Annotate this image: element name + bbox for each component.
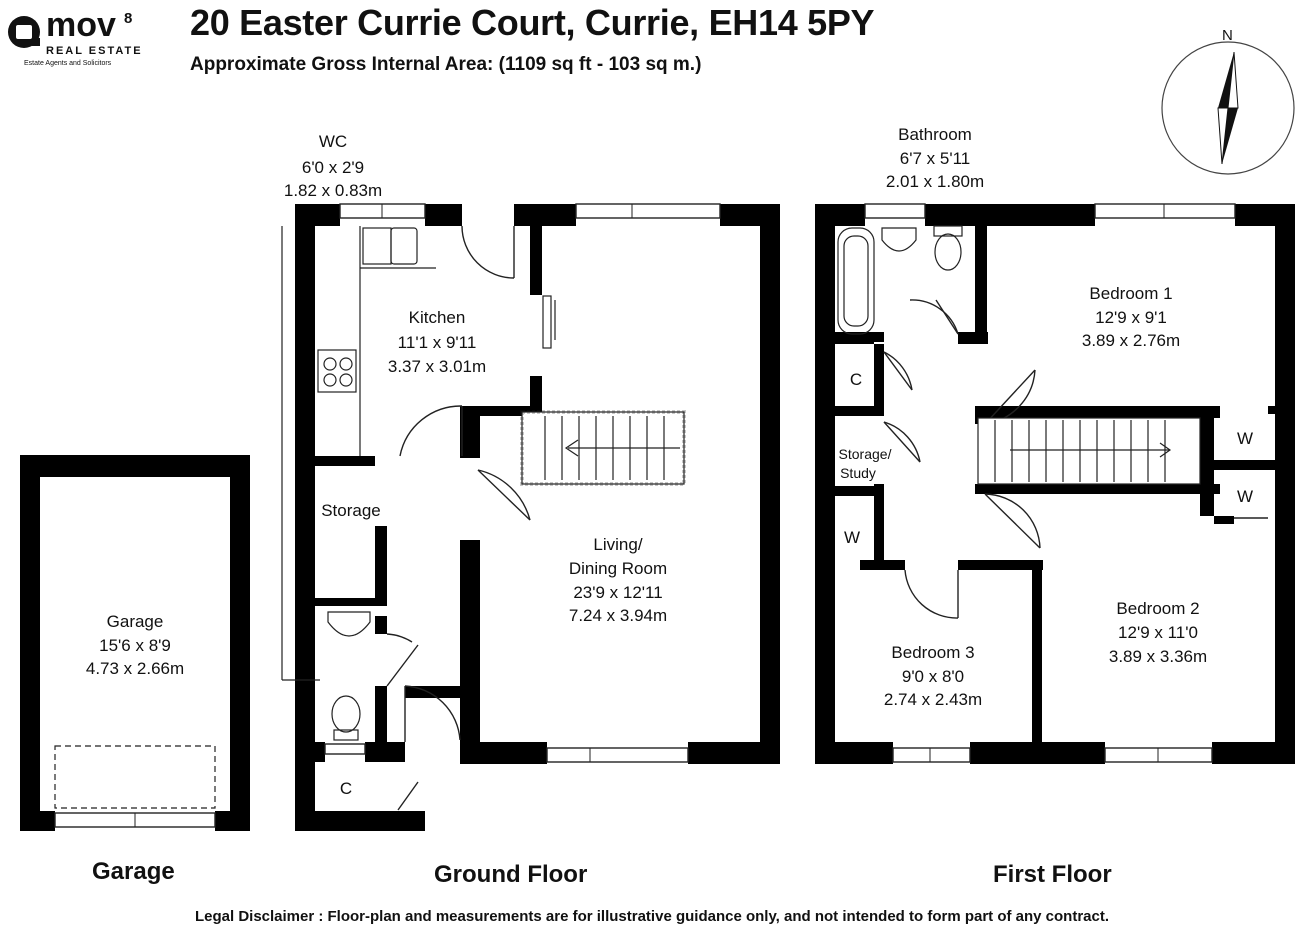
room-bedroom1-metric: 3.89 x 2.76m	[1082, 331, 1180, 350]
mov8-logo: mov 8 REAL ESTATE Estate Agents and Soli…	[6, 8, 156, 72]
room-study-name-line1: Storage/	[839, 446, 892, 462]
room-bedroom1-name: Bedroom 1	[1089, 284, 1172, 303]
room-living-name-line1: Living/	[593, 535, 642, 554]
room-ground-cupboard: C	[340, 779, 352, 798]
room-bathroom-metric: 2.01 x 1.80m	[886, 172, 984, 191]
room-bedroom3-metric: 2.74 x 2.43m	[884, 690, 982, 709]
room-kitchen-name: Kitchen	[409, 308, 466, 327]
legal-disclaimer: Legal Disclaimer : Floor-plan and measur…	[194, 908, 1110, 925]
room-garage-metric: 4.73 x 2.66m	[86, 659, 184, 678]
gross-area: Approximate Gross Internal Area: (1109 s…	[190, 54, 702, 75]
room-living-imperial: 23'9 x 12'11	[573, 583, 662, 602]
room-storage-name: Storage	[321, 501, 381, 520]
room-bedroom2-name: Bedroom 2	[1116, 599, 1199, 618]
room-living-name-line2: Dining Room	[569, 559, 667, 578]
room-wc-name: WC	[319, 132, 347, 151]
room-wardrobe-1: W	[1237, 429, 1253, 448]
room-wardrobe-3: W	[844, 528, 860, 547]
compass-north-label: N	[1222, 27, 1233, 44]
room-bedroom3-name: Bedroom 3	[891, 643, 974, 662]
floor-label-first: First Floor	[993, 861, 1112, 888]
room-study-name-line2: Study	[840, 465, 876, 481]
room-wardrobe-2: W	[1237, 487, 1253, 506]
room-bathroom-imperial: 6'7 x 5'11	[900, 149, 970, 168]
floor-label-ground: Ground Floor	[434, 861, 588, 888]
logo-superscript: 8	[124, 10, 133, 27]
room-kitchen-imperial: 11'1 x 9'11	[398, 333, 477, 352]
floor-label-garage: Garage	[92, 858, 175, 885]
logo-mark-icon	[8, 16, 40, 48]
north-compass-icon: N	[1161, 27, 1295, 175]
room-living-metric: 7.24 x 3.94m	[569, 606, 667, 625]
room-bedroom3-imperial: 9'0 x 8'0	[902, 667, 964, 686]
room-bathroom-name: Bathroom	[898, 125, 972, 144]
logo-tagline: Estate Agents and Solicitors	[24, 60, 112, 67]
room-garage-name: Garage	[107, 612, 164, 631]
property-address: 20 Easter Currie Court, Currie, EH14 5PY	[190, 2, 875, 43]
room-garage-imperial: 15'6 x 8'9	[99, 636, 171, 655]
logo-word: mov	[46, 6, 116, 44]
room-bedroom1-imperial: 12'9 x 9'1	[1095, 308, 1167, 327]
logo-subtitle: REAL ESTATE	[46, 45, 143, 57]
room-wc-metric: 1.82 x 0.83m	[284, 181, 382, 200]
room-first-cupboard: C	[850, 370, 862, 389]
room-bedroom2-imperial: 12'9 x 11'0	[1118, 623, 1198, 642]
room-bedroom2-metric: 3.89 x 3.36m	[1109, 647, 1207, 666]
room-wc-imperial: 6'0 x 2'9	[302, 158, 364, 177]
room-kitchen-metric: 3.37 x 3.01m	[388, 357, 486, 376]
